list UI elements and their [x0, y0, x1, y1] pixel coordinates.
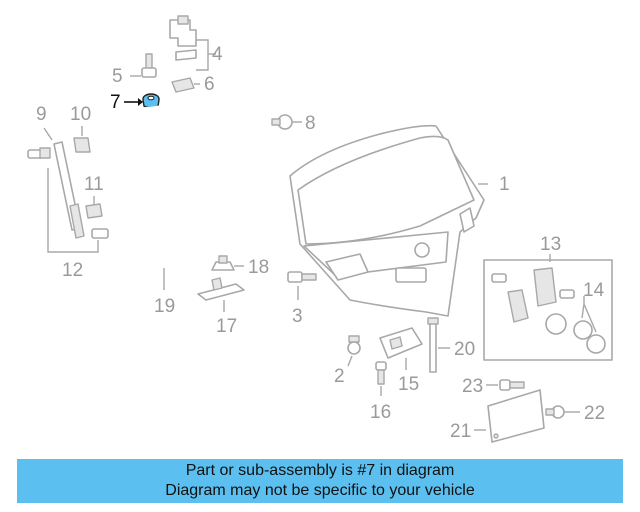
arrow-7 [124, 98, 143, 106]
leader-9 [43, 127, 53, 141]
callout-2: 2 [334, 366, 345, 387]
part-16-bolt [375, 361, 387, 385]
callout-15: 15 [398, 374, 419, 395]
callout-1: 1 [499, 174, 510, 195]
part-18-fastener [211, 255, 235, 271]
part-10-clip [73, 137, 91, 153]
callout-10: 10 [70, 104, 91, 125]
callout-17: 17 [216, 316, 237, 337]
callout-7: 7 [110, 92, 121, 113]
callout-18: 18 [248, 257, 269, 278]
callout-21: 21 [450, 421, 471, 442]
part-21-plate [487, 389, 545, 443]
leader-12 [47, 168, 99, 253]
part-15-bracket [379, 327, 423, 359]
callout-13: 13 [540, 234, 561, 255]
callout-14: 14 [583, 280, 605, 301]
callout-8: 8 [305, 113, 316, 134]
banner-line-2: Diagram may not be specific to your vehi… [165, 482, 475, 499]
callout-16: 16 [370, 402, 391, 423]
callout-3: 3 [292, 306, 303, 327]
info-banner: Part or sub-assembly is #7 in diagram Di… [17, 459, 623, 503]
part-8-nut [271, 114, 293, 130]
leader-2 [347, 355, 353, 367]
part-19-seal [109, 94, 288, 268]
callout-12: 12 [62, 260, 83, 281]
part-7-grommet [142, 93, 160, 109]
callout-9: 9 [36, 104, 47, 125]
callout-4: 4 [212, 44, 223, 65]
part-3-bolt [287, 271, 317, 283]
part-11-clip [85, 203, 103, 219]
part-20-rod [427, 317, 439, 373]
callout-20: 20 [454, 339, 475, 360]
callout-6: 6 [204, 74, 215, 95]
part-22-nut [545, 405, 565, 419]
callout-5: 5 [112, 66, 123, 87]
callout-19: 19 [154, 296, 175, 317]
part-6-plate [171, 77, 195, 93]
part-5-bolt [141, 53, 157, 78]
banner-line-1: Part or sub-assembly is #7 in diagram [185, 462, 455, 479]
part-23-bolt [499, 379, 525, 391]
part-2-nut [347, 335, 361, 355]
part-13-lock-assembly [483, 259, 613, 361]
callout-22: 22 [584, 403, 605, 424]
part-4-hinge [169, 15, 216, 71]
callout-11: 11 [84, 174, 104, 195]
part-17-bracket [197, 277, 245, 301]
parts-diagram: 4 5 6 7 8 9 12 10 [27, 15, 613, 443]
part-1-liftgate [289, 124, 485, 317]
part-9-strut [27, 141, 109, 239]
leader-14 [581, 296, 597, 333]
callout-23: 23 [462, 376, 483, 397]
